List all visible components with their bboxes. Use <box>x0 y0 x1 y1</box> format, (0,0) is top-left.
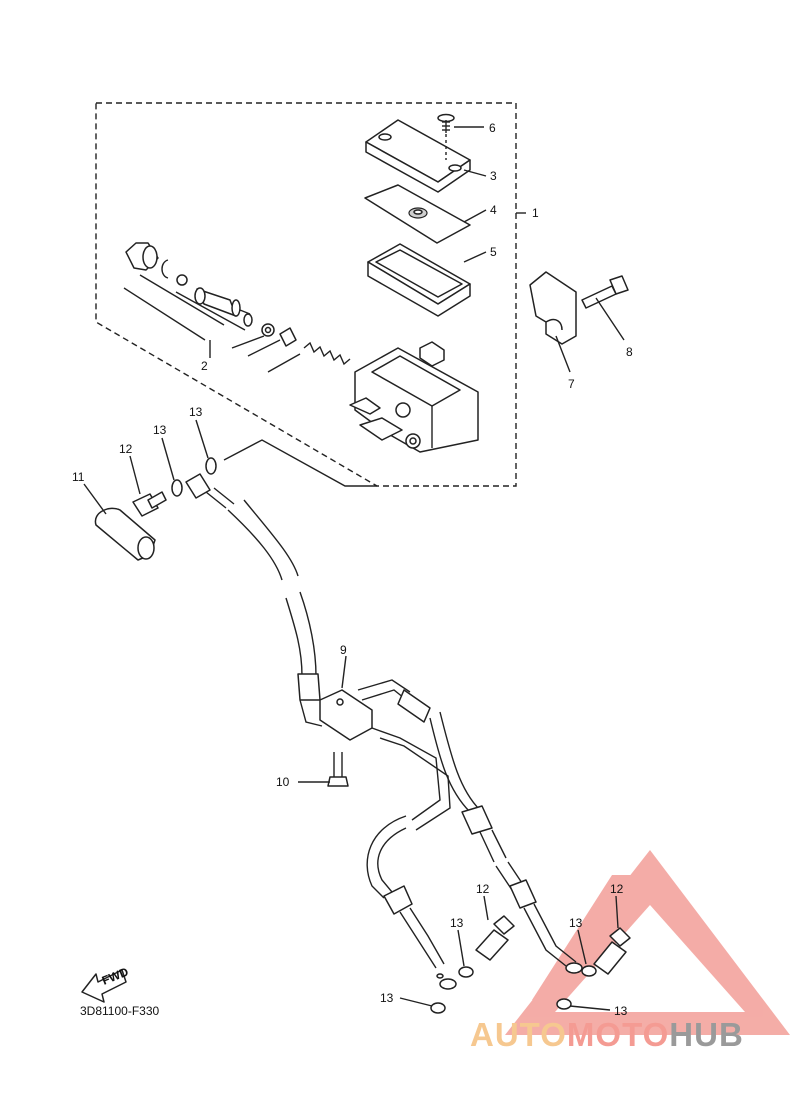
copper-washer-lower-b <box>430 1002 446 1014</box>
callout-10: 10 <box>276 775 290 789</box>
callout-6: 6 <box>489 121 496 135</box>
copper-washer-lower-c <box>581 965 597 977</box>
callout-leaders <box>83 126 625 1011</box>
watermark-moto: MOTO <box>566 1016 670 1053</box>
callout-11: 11 <box>72 470 85 484</box>
callout-9: 9 <box>340 643 347 657</box>
bleeder-cap <box>94 507 156 561</box>
callout-2: 2 <box>201 359 208 373</box>
piston-kit <box>123 242 351 373</box>
copper-washer-upper-a <box>171 479 183 497</box>
callout-7: 7 <box>568 377 575 391</box>
callout-13-lower-a: 13 <box>450 916 464 930</box>
diaphragm <box>367 243 471 317</box>
master-cylinder-body <box>349 341 479 453</box>
watermark-text: AUTOMOTOHUB <box>470 1016 800 1066</box>
drawing-code: 3D81100-F330 <box>80 1004 159 1018</box>
union-bolt-lower-right <box>593 927 631 975</box>
watermark-logo-triangle <box>505 850 790 1035</box>
handlebar-holder <box>529 271 577 345</box>
callout-13-lower-b: 13 <box>380 991 394 1005</box>
callout-13-lower-c: 13 <box>569 916 583 930</box>
callout-3: 3 <box>490 169 497 183</box>
cap-screw <box>437 113 455 160</box>
callout-13-upper-b: 13 <box>153 423 167 437</box>
copper-washer-lower-a <box>458 966 474 978</box>
joint-bolt <box>327 752 349 787</box>
diaphragm-plate <box>364 184 471 244</box>
reservoir-cap <box>365 119 471 193</box>
callout-1: 1 <box>532 206 539 220</box>
holder-bolt <box>581 275 629 309</box>
union-bolt-lower-middle <box>475 915 515 961</box>
callout-12-lower-middle: 12 <box>476 882 490 896</box>
brake-pipe-right <box>357 679 583 974</box>
callout-4: 4 <box>490 203 497 217</box>
brake-pipe-left <box>366 727 457 990</box>
callout-13-lower-d: 13 <box>614 1004 628 1018</box>
callout-13-upper-a: 13 <box>189 405 203 419</box>
brake-hose-upper <box>185 473 321 701</box>
callout-12-upper: 12 <box>119 442 133 456</box>
callout-5: 5 <box>490 245 497 259</box>
copper-washer-upper-b <box>205 457 217 475</box>
forward-direction-arrow: FWD <box>81 964 131 1003</box>
copper-washer-lower-d <box>556 998 572 1010</box>
union-bolt-upper <box>132 491 167 517</box>
callout-12-lower-right: 12 <box>610 882 624 896</box>
watermark-auto: AUTO <box>470 1016 567 1053</box>
assembly-dashed-outline <box>95 102 517 487</box>
callout-8: 8 <box>626 345 633 359</box>
watermark-hub: HUB <box>669 1016 744 1053</box>
